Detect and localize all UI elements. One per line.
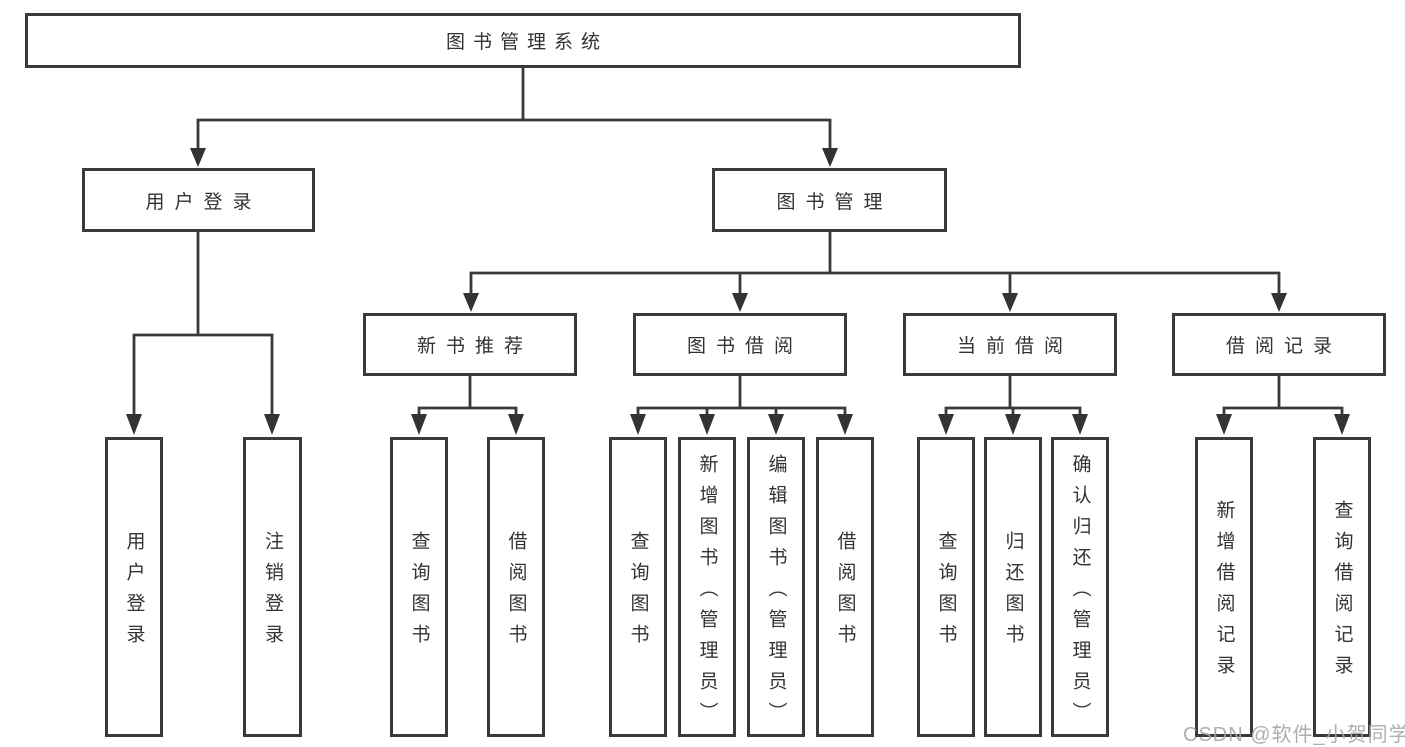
arrowhead-new-books — [463, 293, 479, 312]
connector-new-books-children — [417, 376, 518, 416]
arrowhead-leaf — [411, 414, 427, 435]
leaf-query-books: 查询图书 — [917, 437, 975, 737]
arrowhead-borrow-records — [1271, 293, 1287, 312]
leaf-logout: 注销登录 — [243, 437, 302, 737]
csdn-watermark: CSDN @软件_小贺同学 — [1183, 724, 1405, 746]
leaf-label: 新增借阅记录 — [1213, 500, 1235, 686]
leaf-borrow-books: 借阅图书 — [816, 437, 874, 737]
arrowhead-current-borrow — [1002, 293, 1018, 312]
leaf-return-books: 归还图书 — [984, 437, 1042, 737]
leaf-label: 新增图书（管理员） — [696, 453, 718, 733]
leaf-add-borrow-record: 新增借阅记录 — [1195, 437, 1253, 737]
arrowhead-leaf — [837, 414, 853, 435]
leaf-label: 查询图书 — [935, 531, 957, 655]
node-new-book-recommendation: 新书推荐 — [363, 313, 577, 376]
arrowhead-leaf — [699, 414, 715, 435]
arrowhead-book-mgmt — [822, 148, 838, 167]
node-book-borrowing: 图书借阅 — [633, 313, 847, 376]
leaf-label: 借阅图书 — [834, 531, 856, 655]
leaf-user-login: 用户登录 — [105, 437, 163, 737]
arrowhead-leaf — [1072, 414, 1088, 435]
leaf-query-borrow-record: 查询借阅记录 — [1313, 437, 1371, 737]
node-label: 用户登录 — [145, 191, 262, 213]
arrowhead-leaf — [1005, 414, 1021, 435]
arrowhead-leaf-logout — [264, 414, 280, 435]
arrowhead-book-borrow — [732, 293, 748, 312]
node-label: 当前借阅 — [956, 336, 1073, 357]
node-borrowing-records: 借阅记录 — [1172, 313, 1386, 376]
leaf-query-books: 查询图书 — [609, 437, 667, 737]
connector-root-to-level2 — [196, 68, 832, 150]
connector-book-borrow-children — [636, 376, 847, 416]
node-user-login: 用户登录 — [82, 168, 315, 232]
arrowhead-leaf — [938, 414, 954, 435]
leaf-label: 编辑图书（管理员） — [765, 453, 787, 733]
leaf-query-books: 查询图书 — [390, 437, 448, 737]
node-label: 图书借阅 — [686, 336, 803, 357]
connector-user-login-children — [132, 232, 274, 416]
leaf-label: 用户登录 — [123, 531, 145, 655]
node-label: 借阅记录 — [1225, 336, 1342, 357]
arrowhead-leaf — [630, 414, 646, 435]
connector-current-borrow-children — [944, 376, 1082, 416]
node-book-management: 图书管理 — [712, 168, 947, 232]
leaf-label: 确认归还（管理员） — [1069, 453, 1091, 733]
leaf-edit-books-admin: 编辑图书（管理员） — [747, 437, 805, 737]
arrowhead-leaf — [508, 414, 524, 435]
arrowhead-leaf — [768, 414, 784, 435]
leaf-label: 借阅图书 — [505, 531, 527, 655]
arrowhead-user-login — [190, 148, 206, 167]
leaf-confirm-return-admin: 确认归还（管理员） — [1051, 437, 1109, 737]
node-label: 新书推荐 — [416, 336, 533, 357]
leaf-label: 查询图书 — [408, 531, 430, 655]
leaf-label: 查询图书 — [627, 531, 649, 655]
leaf-label: 注销登录 — [262, 531, 283, 655]
arrowhead-leaf — [1216, 414, 1232, 435]
connector-book-mgmt-to-level3 — [469, 232, 1281, 295]
leaf-add-books-admin: 新增图书（管理员） — [678, 437, 736, 737]
leaf-borrow-books: 借阅图书 — [487, 437, 545, 737]
node-current-borrowing: 当前借阅 — [903, 313, 1117, 376]
leaf-label: 查询借阅记录 — [1331, 500, 1353, 686]
node-root-library-management-system: 图书管理系统 — [25, 13, 1021, 68]
leaf-label: 归还图书 — [1002, 531, 1024, 655]
node-label: 图书管理 — [776, 191, 893, 213]
connector-borrow-records-children — [1222, 376, 1344, 416]
arrowhead-leaf-user-login — [126, 414, 142, 435]
arrowhead-leaf — [1334, 414, 1350, 435]
node-label: 图书管理系统 — [445, 32, 608, 53]
